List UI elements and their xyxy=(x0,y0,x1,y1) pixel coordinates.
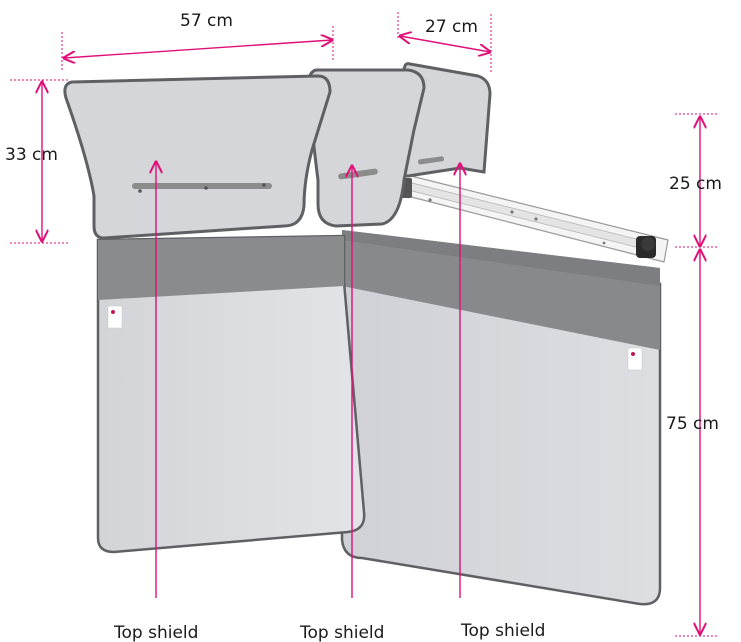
dimension-label-height-top: 33 cm xyxy=(5,145,58,165)
dimension-width-right xyxy=(400,36,490,52)
right-panel xyxy=(340,230,662,606)
caption-top-shield-right: Top shield xyxy=(461,621,546,641)
knob-icon xyxy=(636,236,656,258)
left-panel xyxy=(96,234,366,554)
caption-top-shield-left: Top shield xyxy=(114,623,199,642)
dimension-label-width-right: 27 cm xyxy=(425,17,478,37)
caption-top-shield-middle: Top shield xyxy=(300,623,385,642)
dimension-label-width-left: 57 cm xyxy=(180,11,233,31)
dimension-label-height-upper: 25 cm xyxy=(669,174,722,194)
dimension-lines xyxy=(42,36,700,634)
dimension-label-height-lower: 75 cm xyxy=(666,414,719,434)
dimension-width-left xyxy=(64,40,332,58)
top-shield-left xyxy=(63,74,332,240)
callout-lines xyxy=(156,162,460,598)
